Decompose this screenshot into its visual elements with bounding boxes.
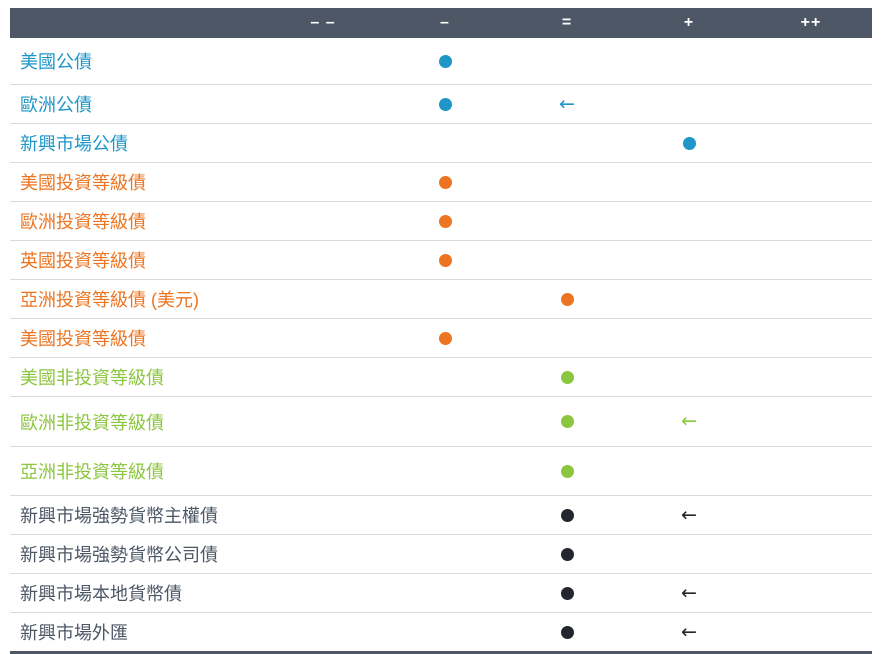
- asset-class-label: 亞洲非投資等級債: [20, 462, 164, 482]
- rows: 美國公債歐洲公債 ← 新興市場公債美國投資等級債歐洲投資等級債英國投資等級債亞洲投資…: [10, 38, 872, 651]
- position-dot-icon: [438, 97, 452, 111]
- mark-cell: [506, 370, 628, 384]
- table-row: 新興市場公債: [10, 124, 872, 163]
- table-row: 歐洲公債 ←: [10, 85, 872, 124]
- left-arrow-icon: ←: [681, 410, 697, 432]
- position-dot-icon: [438, 331, 452, 345]
- mark-cell: [384, 331, 506, 345]
- position-dot-icon: [560, 415, 574, 428]
- header-cell-underweight: –: [440, 14, 450, 31]
- table-row: 新興市場外匯 ←: [10, 613, 872, 651]
- table-row: 亞洲非投資等級債: [10, 447, 872, 496]
- mark-cell: [384, 97, 506, 111]
- fixed-income-views-table: – – – = + ++ 美國公債歐洲公債 ← 新興市場公債美國投資等級債歐洲投資等…: [10, 8, 872, 654]
- mark-cell: [506, 508, 628, 522]
- asset-class-label: 美國投資等級債: [20, 173, 146, 193]
- position-dot-icon: [438, 54, 452, 68]
- left-arrow-icon: ←: [681, 620, 697, 643]
- asset-class-label: 美國非投資等級債: [20, 368, 164, 388]
- mark-cell: [506, 292, 628, 306]
- asset-class-label: 美國公債: [20, 52, 92, 72]
- asset-class-label: 新興市場本地貨幣債: [20, 584, 182, 604]
- header-cell-neutral: =: [561, 14, 573, 31]
- left-arrow-icon: ←: [681, 581, 697, 604]
- mark-cell: [506, 625, 628, 639]
- asset-class-label: 歐洲非投資等級債: [20, 412, 164, 433]
- position-dot-icon: [560, 292, 574, 306]
- mark-cell: [506, 415, 628, 428]
- mark-cell: [384, 175, 506, 189]
- table-row: 歐洲投資等級債: [10, 202, 872, 241]
- table-row: 英國投資等級債: [10, 241, 872, 280]
- asset-class-label: 新興市場強勢貨幣公司債: [20, 545, 218, 565]
- table-row: 亞洲投資等級債 (美元): [10, 280, 872, 319]
- position-dot-icon: [560, 464, 574, 478]
- asset-class-label: 新興市場公債: [20, 134, 128, 154]
- position-dot-icon: [560, 625, 574, 639]
- mark-cell: [506, 586, 628, 600]
- asset-class-label: 新興市場強勢貨幣主權債: [20, 506, 218, 526]
- mark-cell: [384, 253, 506, 267]
- left-arrow-icon: ←: [559, 92, 575, 115]
- position-dot-icon: [438, 214, 452, 228]
- position-dot-icon: [560, 586, 574, 600]
- table-row: 新興市場強勢貨幣主權債 ←: [10, 496, 872, 535]
- mark-cell: [506, 464, 628, 478]
- position-dot-icon: [560, 547, 574, 561]
- position-dot-icon: [560, 370, 574, 384]
- position-dot-icon: [682, 136, 696, 150]
- table-row: 美國公債: [10, 38, 872, 85]
- asset-class-label: 新興市場外匯: [20, 623, 128, 643]
- mark-cell: [384, 54, 506, 68]
- mark-cell: ←: [506, 92, 628, 115]
- left-arrow-icon: ←: [681, 503, 697, 526]
- mark-cell: ←: [628, 412, 750, 431]
- mark-cell: [628, 136, 750, 150]
- asset-class-label: 歐洲公債: [20, 95, 92, 115]
- mark-cell: [506, 547, 628, 561]
- header-cell-overweight: +: [683, 14, 695, 31]
- table-row: 歐洲非投資等級債 ←: [10, 397, 872, 447]
- position-dot-icon: [560, 508, 574, 522]
- mark-cell: ←: [628, 503, 750, 526]
- asset-class-label: 亞洲投資等級債 (美元): [20, 290, 199, 310]
- mark-cell: [384, 214, 506, 228]
- mark-cell: ←: [628, 581, 750, 604]
- table-row: 新興市場強勢貨幣公司債: [10, 535, 872, 574]
- header-cell-strong-overweight: ++: [800, 14, 822, 31]
- table-row: 新興市場本地貨幣債 ←: [10, 574, 872, 613]
- mark-cell: ←: [628, 620, 750, 643]
- table-row: 美國投資等級債: [10, 319, 872, 358]
- rating-scale-header: – – – = + ++: [10, 8, 872, 38]
- asset-class-label: 歐洲投資等級債: [20, 212, 146, 232]
- position-dot-icon: [438, 253, 452, 267]
- asset-class-label: 英國投資等級債: [20, 251, 146, 271]
- table-row: 美國投資等級債: [10, 163, 872, 202]
- asset-class-label: 美國投資等級債: [20, 329, 146, 349]
- table-row: 美國非投資等級債: [10, 358, 872, 397]
- position-dot-icon: [438, 175, 452, 189]
- header-cell-strong-underweight: – –: [310, 14, 336, 31]
